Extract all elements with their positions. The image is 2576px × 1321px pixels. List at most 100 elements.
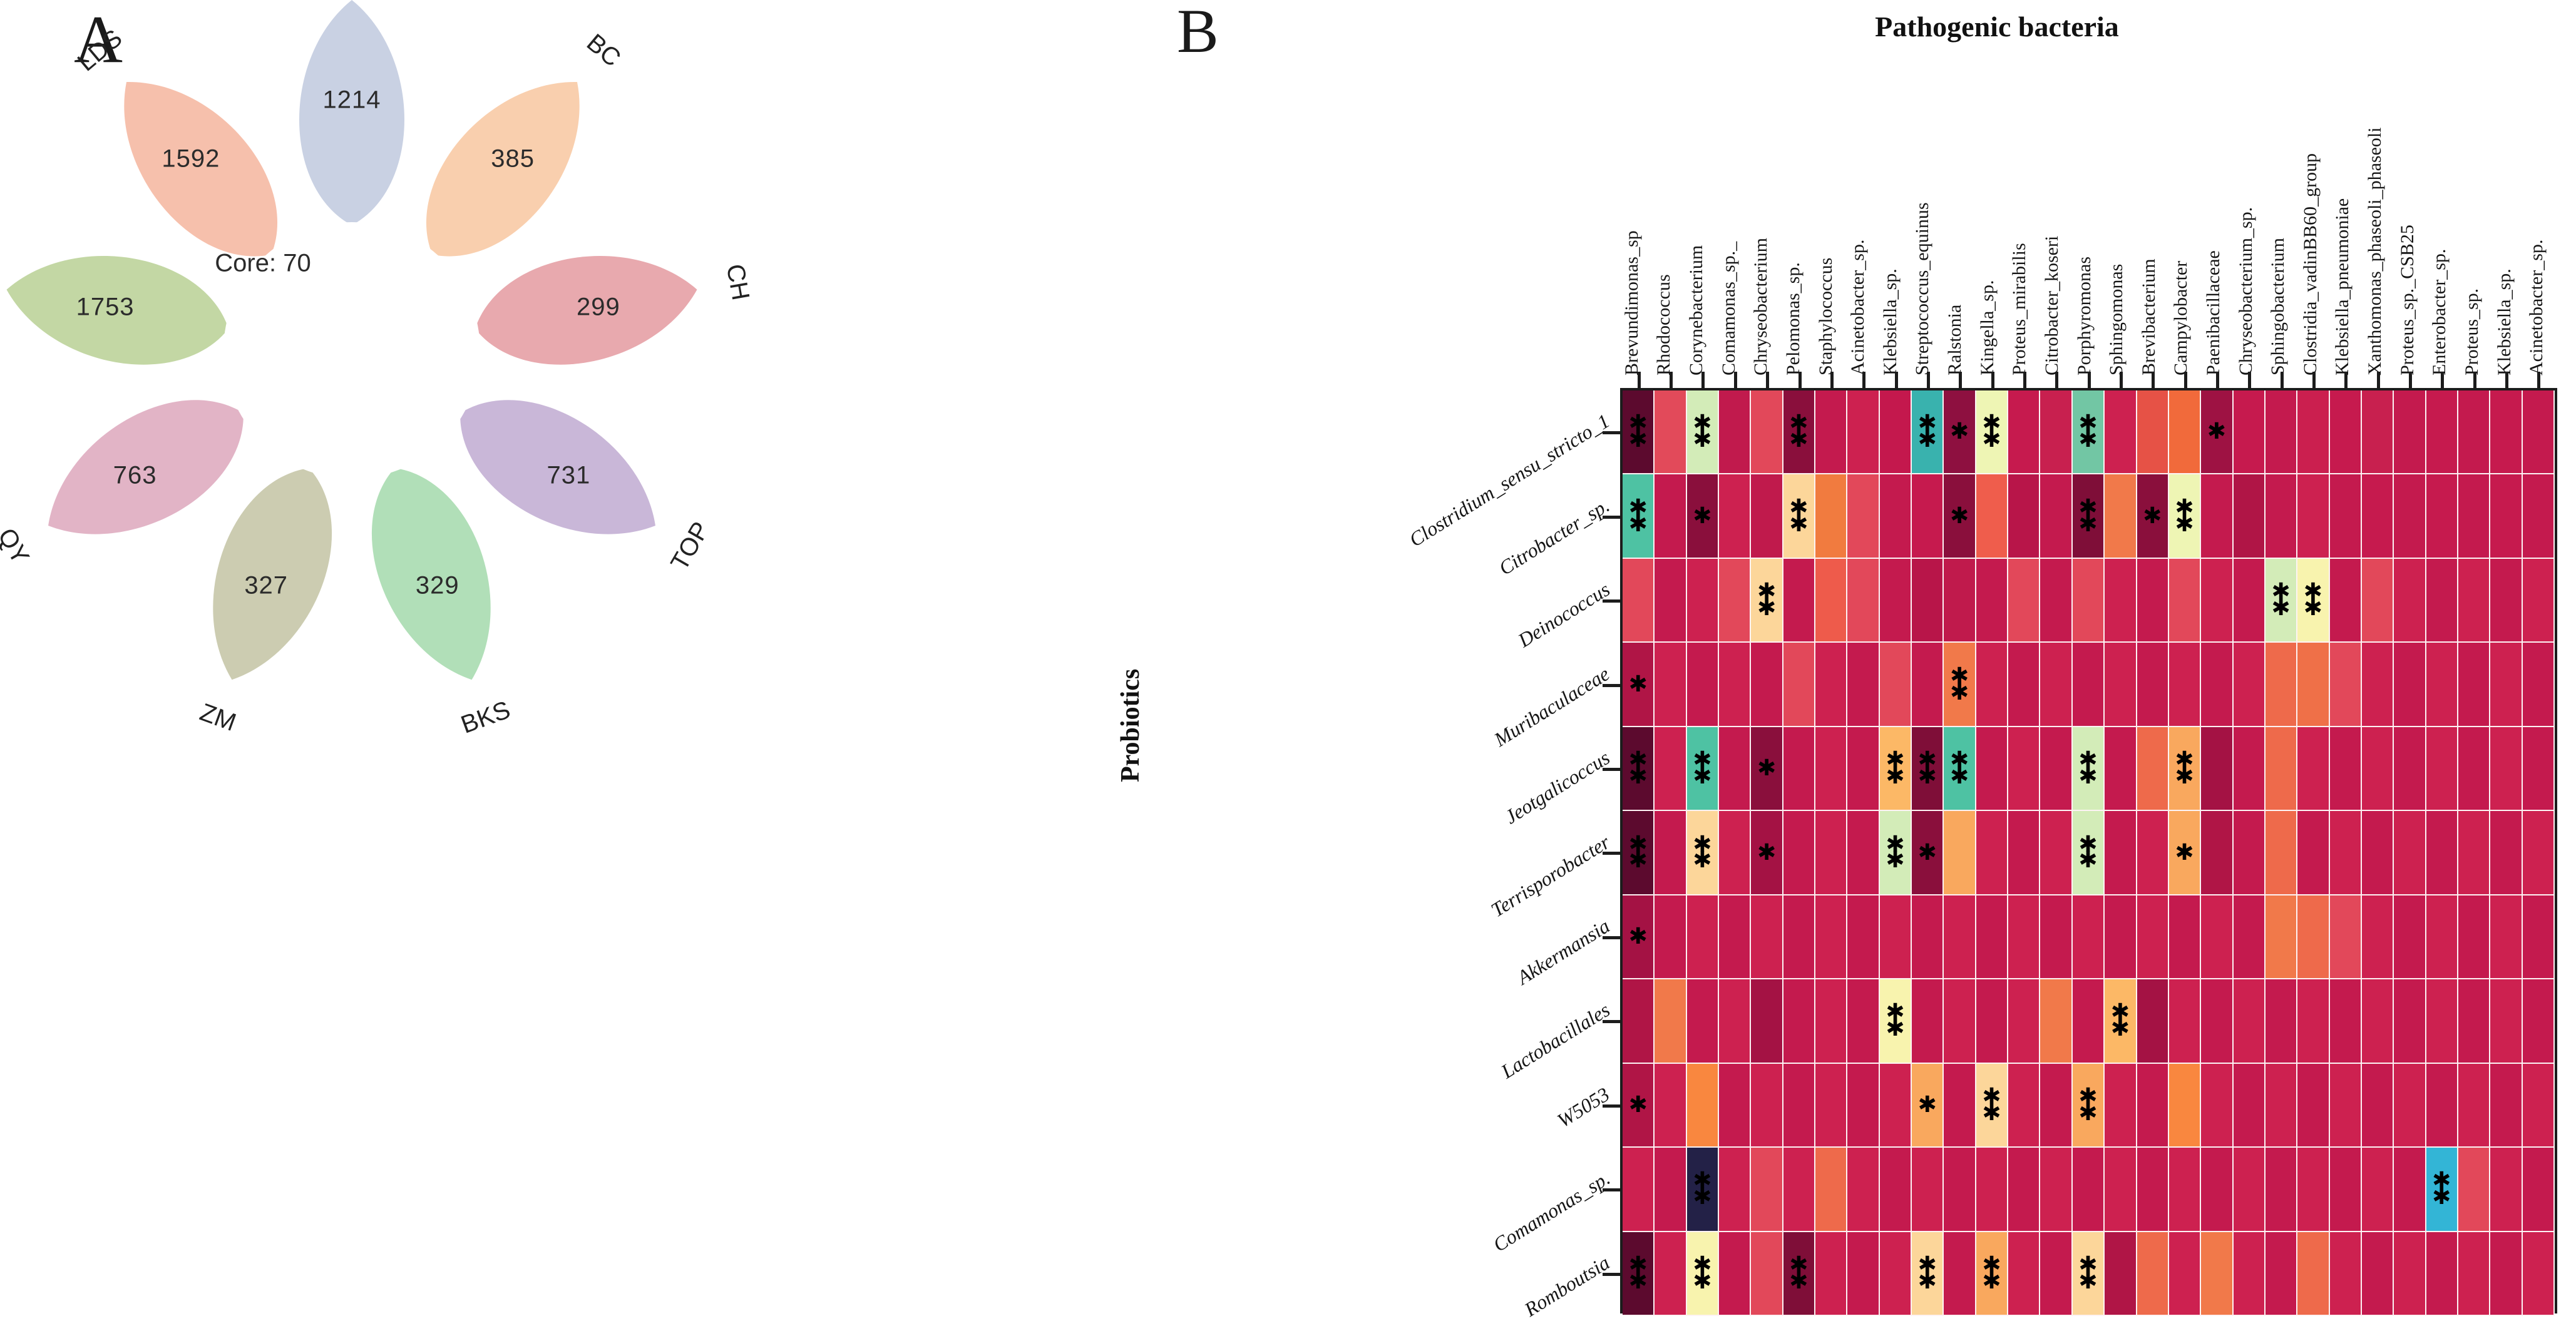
heatmap-cell[interactable] [1815,727,1848,812]
heatmap-cell[interactable] [1815,1232,1848,1316]
heatmap-cell[interactable] [1879,372,1912,475]
heatmap-cell[interactable] [2233,643,2266,727]
heatmap-cell[interactable] [2522,895,2555,980]
heatmap-cell[interactable] [2297,643,2330,727]
heatmap-cell[interactable] [2329,1148,2362,1232]
heatmap-cell[interactable] [1783,643,1816,727]
heatmap-cell[interactable]: ✱✱ [1912,372,1944,475]
heatmap-cell[interactable]: ✱✱ [2072,727,2105,812]
heatmap-cell[interactable] [1944,1148,1976,1232]
heatmap-cell[interactable] [1655,979,1687,1064]
heatmap-cell[interactable] [2137,895,2169,980]
heatmap-cell[interactable] [2233,474,2266,559]
heatmap-cell[interactable]: ✱✱ [2072,474,2105,559]
heatmap-cell[interactable] [1603,558,1655,643]
heatmap-cell[interactable] [2168,643,2202,727]
heatmap-cell[interactable] [1686,979,1720,1064]
heatmap-cell[interactable] [2265,811,2298,895]
heatmap-cell[interactable] [2137,372,2169,475]
heatmap-cell[interactable] [2394,895,2426,980]
heatmap-cell[interactable] [2040,1148,2073,1232]
heatmap-cell[interactable] [2522,1148,2555,1232]
heatmap-cell[interactable] [2008,895,2041,980]
heatmap-cell[interactable] [1944,895,1976,980]
heatmap-cell[interactable] [2522,811,2555,895]
heatmap-cell[interactable] [2040,727,2073,812]
heatmap-cell[interactable] [1686,558,1720,643]
heatmap-cell[interactable] [2265,727,2298,812]
heatmap-cell[interactable] [2297,1232,2330,1316]
heatmap-cell[interactable]: ✱✱ [1783,474,1816,559]
heatmap-cell[interactable] [1944,811,1976,895]
heatmap-cell[interactable] [1783,727,1816,812]
heatmap-cell[interactable] [2426,895,2458,980]
heatmap-cell[interactable] [2201,474,2234,559]
heatmap-cell[interactable] [1686,1063,1720,1148]
heatmap-cell[interactable] [2490,979,2523,1064]
heatmap-cell[interactable] [1944,979,1976,1064]
heatmap-cell[interactable] [2297,979,2330,1064]
heatmap-cell[interactable] [2329,372,2362,475]
heatmap-cell[interactable] [2105,811,2137,895]
heatmap-cell[interactable] [2233,895,2266,980]
heatmap-cell[interactable] [1719,979,1752,1064]
heatmap-cell[interactable] [2265,1232,2298,1316]
heatmap-cell[interactable] [2458,558,2491,643]
heatmap-cell[interactable]: ✱✱ [2072,811,2105,895]
heatmap-cell[interactable] [2137,558,2169,643]
heatmap-cell[interactable] [1815,1063,1848,1148]
heatmap-cell[interactable] [2072,643,2105,727]
heatmap-cell[interactable] [1783,558,1816,643]
heatmap-cell[interactable] [1976,558,2009,643]
heatmap-cell[interactable] [2297,727,2330,812]
heatmap-cell[interactable] [1815,895,1848,980]
heatmap-cell[interactable] [2201,811,2234,895]
heatmap-cell[interactable] [2168,1232,2202,1316]
heatmap-cell[interactable]: ✱✱ [1879,727,1912,812]
heatmap-cell[interactable] [2265,372,2298,475]
heatmap-cell[interactable] [1879,643,1912,727]
heatmap-cell[interactable]: ✱✱ [1603,811,1655,895]
heatmap-cell[interactable] [1719,643,1752,727]
heatmap-cell[interactable] [1912,474,1944,559]
heatmap-cell[interactable] [2329,811,2362,895]
heatmap-cell[interactable] [2490,643,2523,727]
heatmap-cell[interactable] [1976,979,2009,1064]
heatmap-cell[interactable] [2361,372,2394,475]
heatmap-cell[interactable] [1815,643,1848,727]
heatmap-cell[interactable]: ✱✱ [1603,727,1655,812]
heatmap-cell[interactable] [1879,895,1912,980]
heatmap-cell[interactable] [2426,727,2458,812]
heatmap-cell[interactable] [2297,811,2330,895]
heatmap-cell[interactable] [2201,727,2234,812]
heatmap-cell[interactable] [1655,1063,1687,1148]
heatmap-cell[interactable] [1847,811,1880,895]
heatmap-cell[interactable] [2137,727,2169,812]
heatmap-cell[interactable] [2265,643,2298,727]
heatmap-cell[interactable] [2201,979,2234,1064]
heatmap-cell[interactable] [1847,558,1880,643]
heatmap-cell[interactable] [2265,979,2298,1064]
heatmap-cell[interactable] [2490,1148,2523,1232]
heatmap-cell[interactable] [1655,372,1687,475]
heatmap-cell[interactable] [1655,811,1687,895]
heatmap-cell[interactable] [2361,643,2394,727]
heatmap-cell[interactable] [2458,727,2491,812]
heatmap-cell[interactable] [2426,372,2458,475]
heatmap-cell[interactable] [2040,474,2073,559]
heatmap-cell[interactable]: ✱✱ [2072,372,2105,475]
heatmap-cell[interactable]: ✱✱ [1686,1148,1720,1232]
heatmap-cell[interactable] [2008,372,2041,475]
heatmap-cell[interactable] [2329,727,2362,812]
heatmap-cell[interactable] [1751,895,1783,980]
heatmap-cell[interactable]: ✱✱ [1976,1063,2009,1148]
heatmap-cell[interactable] [1815,979,1848,1064]
heatmap-cell[interactable] [2137,979,2169,1064]
heatmap-cell[interactable] [2522,558,2555,643]
heatmap-cell[interactable] [2394,727,2426,812]
heatmap-cell[interactable] [1944,1063,1976,1148]
heatmap-cell[interactable] [2105,1148,2137,1232]
heatmap-cell[interactable] [2040,558,2073,643]
heatmap-cell[interactable] [2426,1063,2458,1148]
heatmap-cell[interactable] [1847,1232,1880,1316]
